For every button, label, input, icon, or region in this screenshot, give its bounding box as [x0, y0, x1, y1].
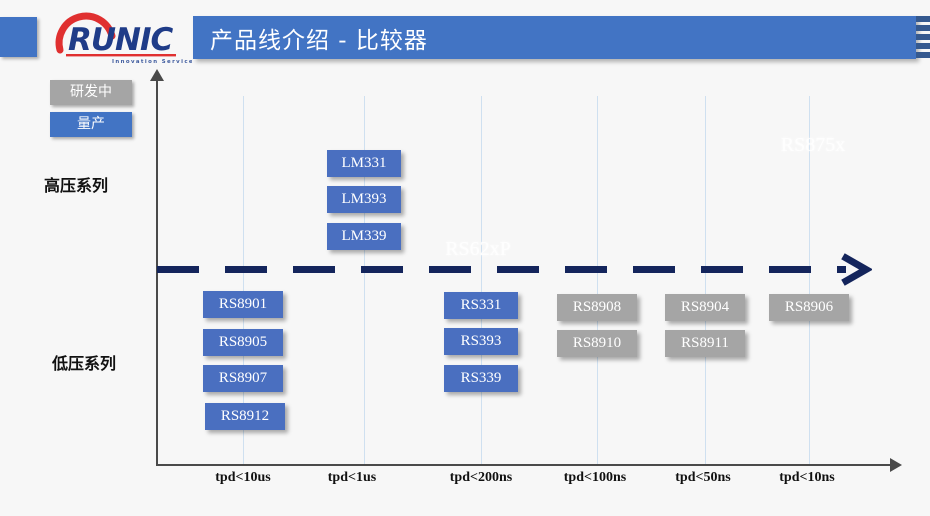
y-group-label-high-voltage: 高压系列 — [44, 176, 109, 195]
voltage-divider-arrowhead — [841, 253, 872, 286]
gridline — [481, 96, 482, 464]
status-legend: 研发中 量产 — [50, 80, 132, 144]
gridline — [243, 96, 244, 464]
logo-mark: RUNIC Innovation Service — [55, 12, 192, 65]
product-chip[interactable]: RS8907 — [203, 365, 283, 392]
gridline — [597, 96, 598, 464]
product-chip[interactable]: RS8912 — [205, 403, 285, 430]
x-tick-label: tpd<100ns — [563, 470, 627, 485]
x-axis-arrowhead — [890, 458, 902, 472]
legend-item-mass-production: 量产 — [50, 112, 132, 137]
x-tick-label: tpd<50ns — [675, 470, 731, 485]
product-chip[interactable]: RS339 — [444, 365, 518, 392]
voltage-divider-dashed-line — [157, 266, 846, 273]
x-tick-label: tpd<10ns — [779, 470, 835, 485]
product-chip[interactable]: RS8908 — [557, 294, 637, 321]
legend-item-in-development: 研发中 — [50, 80, 132, 105]
product-chip[interactable]: RS8901 — [203, 291, 283, 318]
gridline — [809, 96, 810, 464]
y-group-label-low-voltage: 低压系列 — [52, 354, 117, 373]
gridline — [364, 96, 365, 464]
product-chip[interactable]: RS331 — [444, 292, 518, 319]
product-chip[interactable]: LM339 — [327, 223, 401, 250]
runic-logo: RUNIC Innovation Service — [52, 6, 192, 66]
faint-watermark-label: RS875x — [780, 134, 846, 156]
faint-watermark-label: RS62xP — [445, 238, 511, 260]
gridline — [705, 96, 706, 464]
header-left-accent-block — [0, 17, 37, 57]
product-chip[interactable]: RS8905 — [203, 329, 283, 356]
product-chip[interactable]: LM331 — [327, 150, 401, 177]
y-axis-arrowhead — [150, 69, 164, 81]
x-axis-line — [156, 464, 896, 466]
header-right-stripes — [916, 16, 930, 60]
product-chip[interactable]: RS393 — [444, 328, 518, 355]
svg-text:Innovation Service: Innovation Service — [112, 59, 192, 65]
x-tick-label: tpd<10us — [215, 470, 271, 485]
page-title: 产品线介绍 - 比较器 — [210, 28, 428, 54]
product-chip[interactable]: LM393 — [327, 186, 401, 213]
x-tick-label: tpd<200ns — [449, 470, 513, 485]
x-tick-label: tpd<1us — [327, 470, 377, 485]
svg-text:RUNIC: RUNIC — [68, 22, 174, 58]
product-chip[interactable]: RS8910 — [557, 330, 637, 357]
product-chip[interactable]: RS8904 — [665, 294, 745, 321]
product-chip[interactable]: RS8911 — [665, 330, 745, 357]
slide-title-bar: 产品线介绍 - 比较器 — [193, 16, 916, 59]
product-chip[interactable]: RS8906 — [769, 294, 849, 321]
